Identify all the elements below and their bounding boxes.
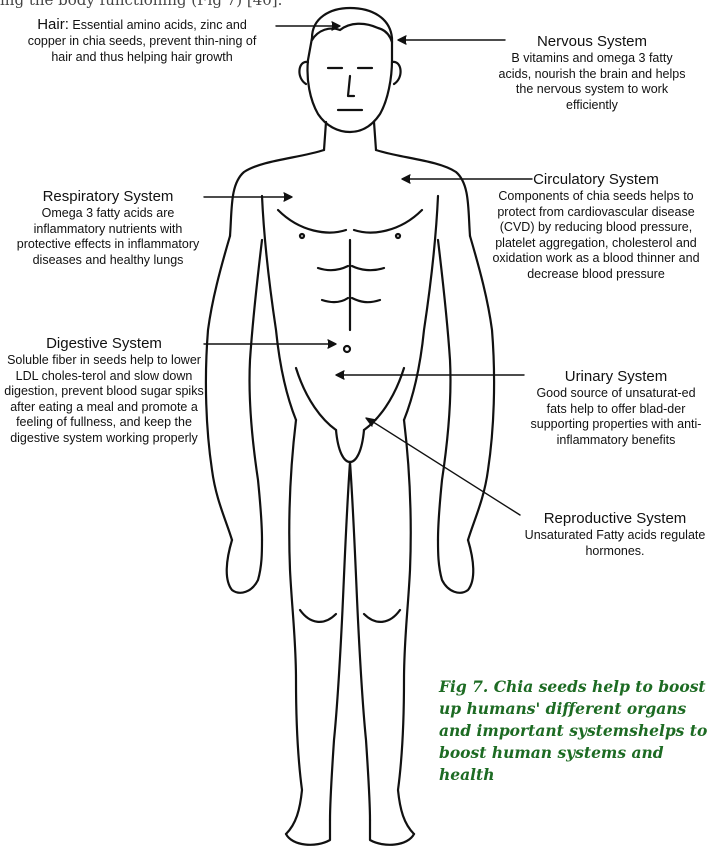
reproductive-title: Reproductive System — [520, 510, 710, 528]
urinary-title: Urinary System — [526, 368, 706, 386]
label-digestive-system: Digestive System Soluble fiber in seeds … — [4, 335, 204, 446]
circulatory-title: Circulatory System — [482, 171, 710, 189]
respiratory-title: Respiratory System — [8, 188, 208, 206]
label-nervous-system: Nervous System B vitamins and omega 3 fa… — [494, 33, 690, 113]
label-respiratory-system: Respiratory System Omega 3 fatty acids a… — [8, 188, 208, 268]
urinary-text: Good source of unsaturat-ed fats help to… — [526, 386, 706, 448]
digestive-title: Digestive System — [4, 335, 204, 353]
circulatory-text: Components of chia seeds helps to protec… — [482, 189, 710, 282]
label-hair: Hair: Essential amino acids, zinc and co… — [26, 16, 258, 65]
label-reproductive-system: Reproductive System Unsaturated Fatty ac… — [520, 510, 710, 559]
reproductive-text: Unsaturated Fatty acids regulate hormone… — [520, 528, 710, 559]
figure-caption: Fig 7. Chia seeds help to boost up human… — [439, 676, 711, 786]
digestive-text: Soluble fiber in seeds help to lower LDL… — [4, 353, 204, 446]
hair-title: Hair: — [37, 16, 69, 33]
nervous-text: B vitamins and omega 3 fatty acids, nour… — [494, 51, 690, 113]
label-urinary-system: Urinary System Good source of unsaturat-… — [526, 368, 706, 448]
respiratory-text: Omega 3 fatty acids are inflammatory nut… — [8, 206, 208, 268]
nervous-title: Nervous System — [494, 33, 690, 51]
label-circulatory-system: Circulatory System Components of chia se… — [482, 171, 710, 282]
